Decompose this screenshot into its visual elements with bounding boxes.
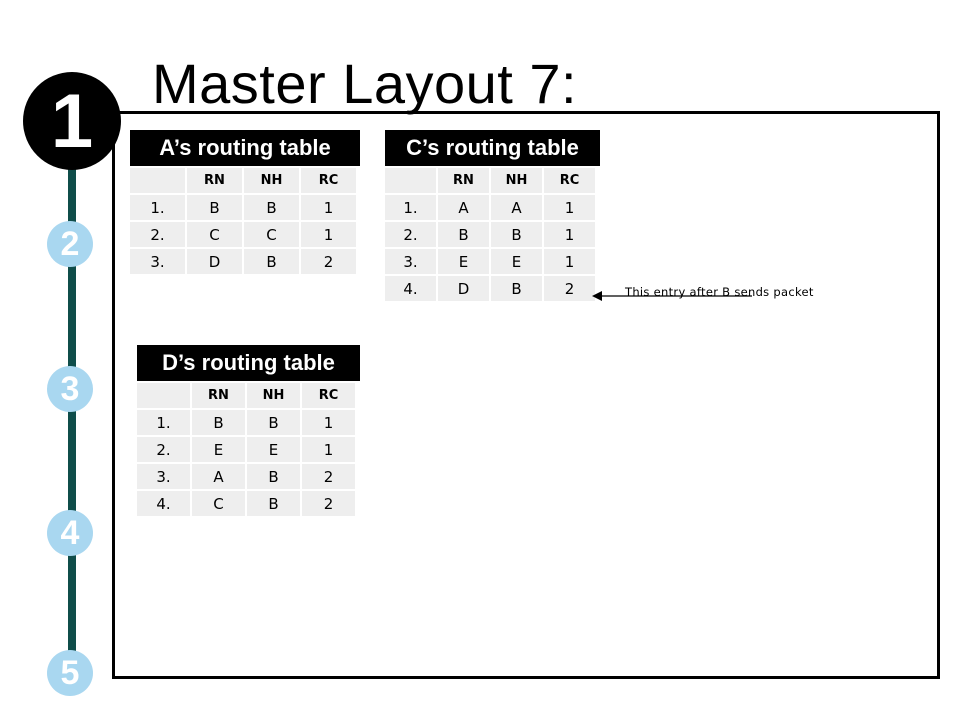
table-header-cell: RN: [438, 168, 489, 193]
table-cell: 1: [301, 222, 356, 247]
table-cell: A: [438, 195, 489, 220]
a-routing-table-title: A’s routing table: [130, 130, 360, 166]
table-cell: B: [244, 249, 299, 274]
table-cell: 2: [301, 249, 356, 274]
table-header-cell: RC: [544, 168, 595, 193]
table-header-cell: RN: [187, 168, 242, 193]
table-row: 1. A A 1: [385, 195, 595, 220]
table-header-cell: NH: [244, 168, 299, 193]
step-1-marker[interactable]: 1: [23, 72, 121, 170]
table-cell: 1.: [137, 410, 190, 435]
table-cell: 2.: [130, 222, 185, 247]
table-row: 4. D B 2: [385, 276, 595, 301]
table-row: 3. E E 1: [385, 249, 595, 274]
table-cell: 4.: [137, 491, 190, 516]
table-cell: E: [491, 249, 542, 274]
table-cell: 1: [302, 410, 355, 435]
table-header-cell: [130, 168, 185, 193]
table-row: 2. E E 1: [137, 437, 355, 462]
table-cell: B: [247, 464, 300, 489]
table-row: 1. B B 1: [137, 410, 355, 435]
table-row: 2. C C 1: [130, 222, 356, 247]
table-cell: 3.: [130, 249, 185, 274]
table-cell: C: [192, 491, 245, 516]
arrow-left-icon: [592, 291, 752, 301]
c-routing-table-grid: RN NH RC 1. A A 1 2. B B 1 3. E E 1 4. D…: [383, 166, 597, 303]
table-cell: 1: [544, 249, 595, 274]
table-cell: E: [247, 437, 300, 462]
table-cell: 1: [544, 195, 595, 220]
table-header-cell: RC: [302, 383, 355, 408]
table-header-cell: [385, 168, 436, 193]
table-cell: B: [491, 276, 542, 301]
d-routing-table: D’s routing table RN NH RC 1. B B 1 2. E…: [137, 345, 360, 518]
table-cell: 1.: [130, 195, 185, 220]
table-row: 2. B B 1: [385, 222, 595, 247]
table-cell: C: [187, 222, 242, 247]
table-header-row: RN NH RC: [385, 168, 595, 193]
table-header-row: RN NH RC: [137, 383, 355, 408]
step-4-marker[interactable]: 4: [47, 510, 93, 556]
table-cell: 1: [544, 222, 595, 247]
table-header-cell: NH: [247, 383, 300, 408]
table-cell: 1: [302, 437, 355, 462]
step-2-marker[interactable]: 2: [47, 221, 93, 267]
d-routing-table-title: D’s routing table: [137, 345, 360, 381]
table-cell: D: [187, 249, 242, 274]
table-header-cell: RN: [192, 383, 245, 408]
a-routing-table-grid: RN NH RC 1. B B 1 2. C C 1 3. D B 2: [128, 166, 358, 276]
table-cell: 3.: [137, 464, 190, 489]
table-row: 1. B B 1: [130, 195, 356, 220]
table-row: 3. A B 2: [137, 464, 355, 489]
table-cell: A: [192, 464, 245, 489]
table-cell: B: [192, 410, 245, 435]
table-cell: E: [438, 249, 489, 274]
table-cell: 2: [302, 464, 355, 489]
table-cell: 2: [544, 276, 595, 301]
table-cell: B: [187, 195, 242, 220]
table-cell: 3.: [385, 249, 436, 274]
table-cell: B: [244, 195, 299, 220]
table-cell: B: [438, 222, 489, 247]
step-5-marker[interactable]: 5: [47, 650, 93, 696]
table-row: 4. C B 2: [137, 491, 355, 516]
c-routing-table-title: C’s routing table: [385, 130, 600, 166]
table-row: 3. D B 2: [130, 249, 356, 274]
table-header-cell: NH: [491, 168, 542, 193]
c-routing-table: C’s routing table RN NH RC 1. A A 1 2. B…: [385, 130, 600, 303]
table-cell: D: [438, 276, 489, 301]
table-cell: C: [244, 222, 299, 247]
table-header-cell: [137, 383, 190, 408]
table-cell: A: [491, 195, 542, 220]
table-cell: 2.: [137, 437, 190, 462]
table-cell: B: [247, 491, 300, 516]
d-routing-table-grid: RN NH RC 1. B B 1 2. E E 1 3. A B 2 4. C…: [135, 381, 357, 518]
a-routing-table: A’s routing table RN NH RC 1. B B 1 2. C…: [130, 130, 360, 276]
table-cell: 1.: [385, 195, 436, 220]
table-cell: B: [491, 222, 542, 247]
content-frame: [112, 111, 940, 679]
page-title: Master Layout 7:: [152, 52, 578, 115]
entry-annotation: This entry after B sends packet: [625, 285, 814, 299]
table-cell: 1: [301, 195, 356, 220]
table-cell: 4.: [385, 276, 436, 301]
step-3-marker[interactable]: 3: [47, 366, 93, 412]
table-cell: 2: [302, 491, 355, 516]
table-header-cell: RC: [301, 168, 356, 193]
table-cell: 2.: [385, 222, 436, 247]
table-header-row: RN NH RC: [130, 168, 356, 193]
table-cell: E: [192, 437, 245, 462]
table-cell: B: [247, 410, 300, 435]
